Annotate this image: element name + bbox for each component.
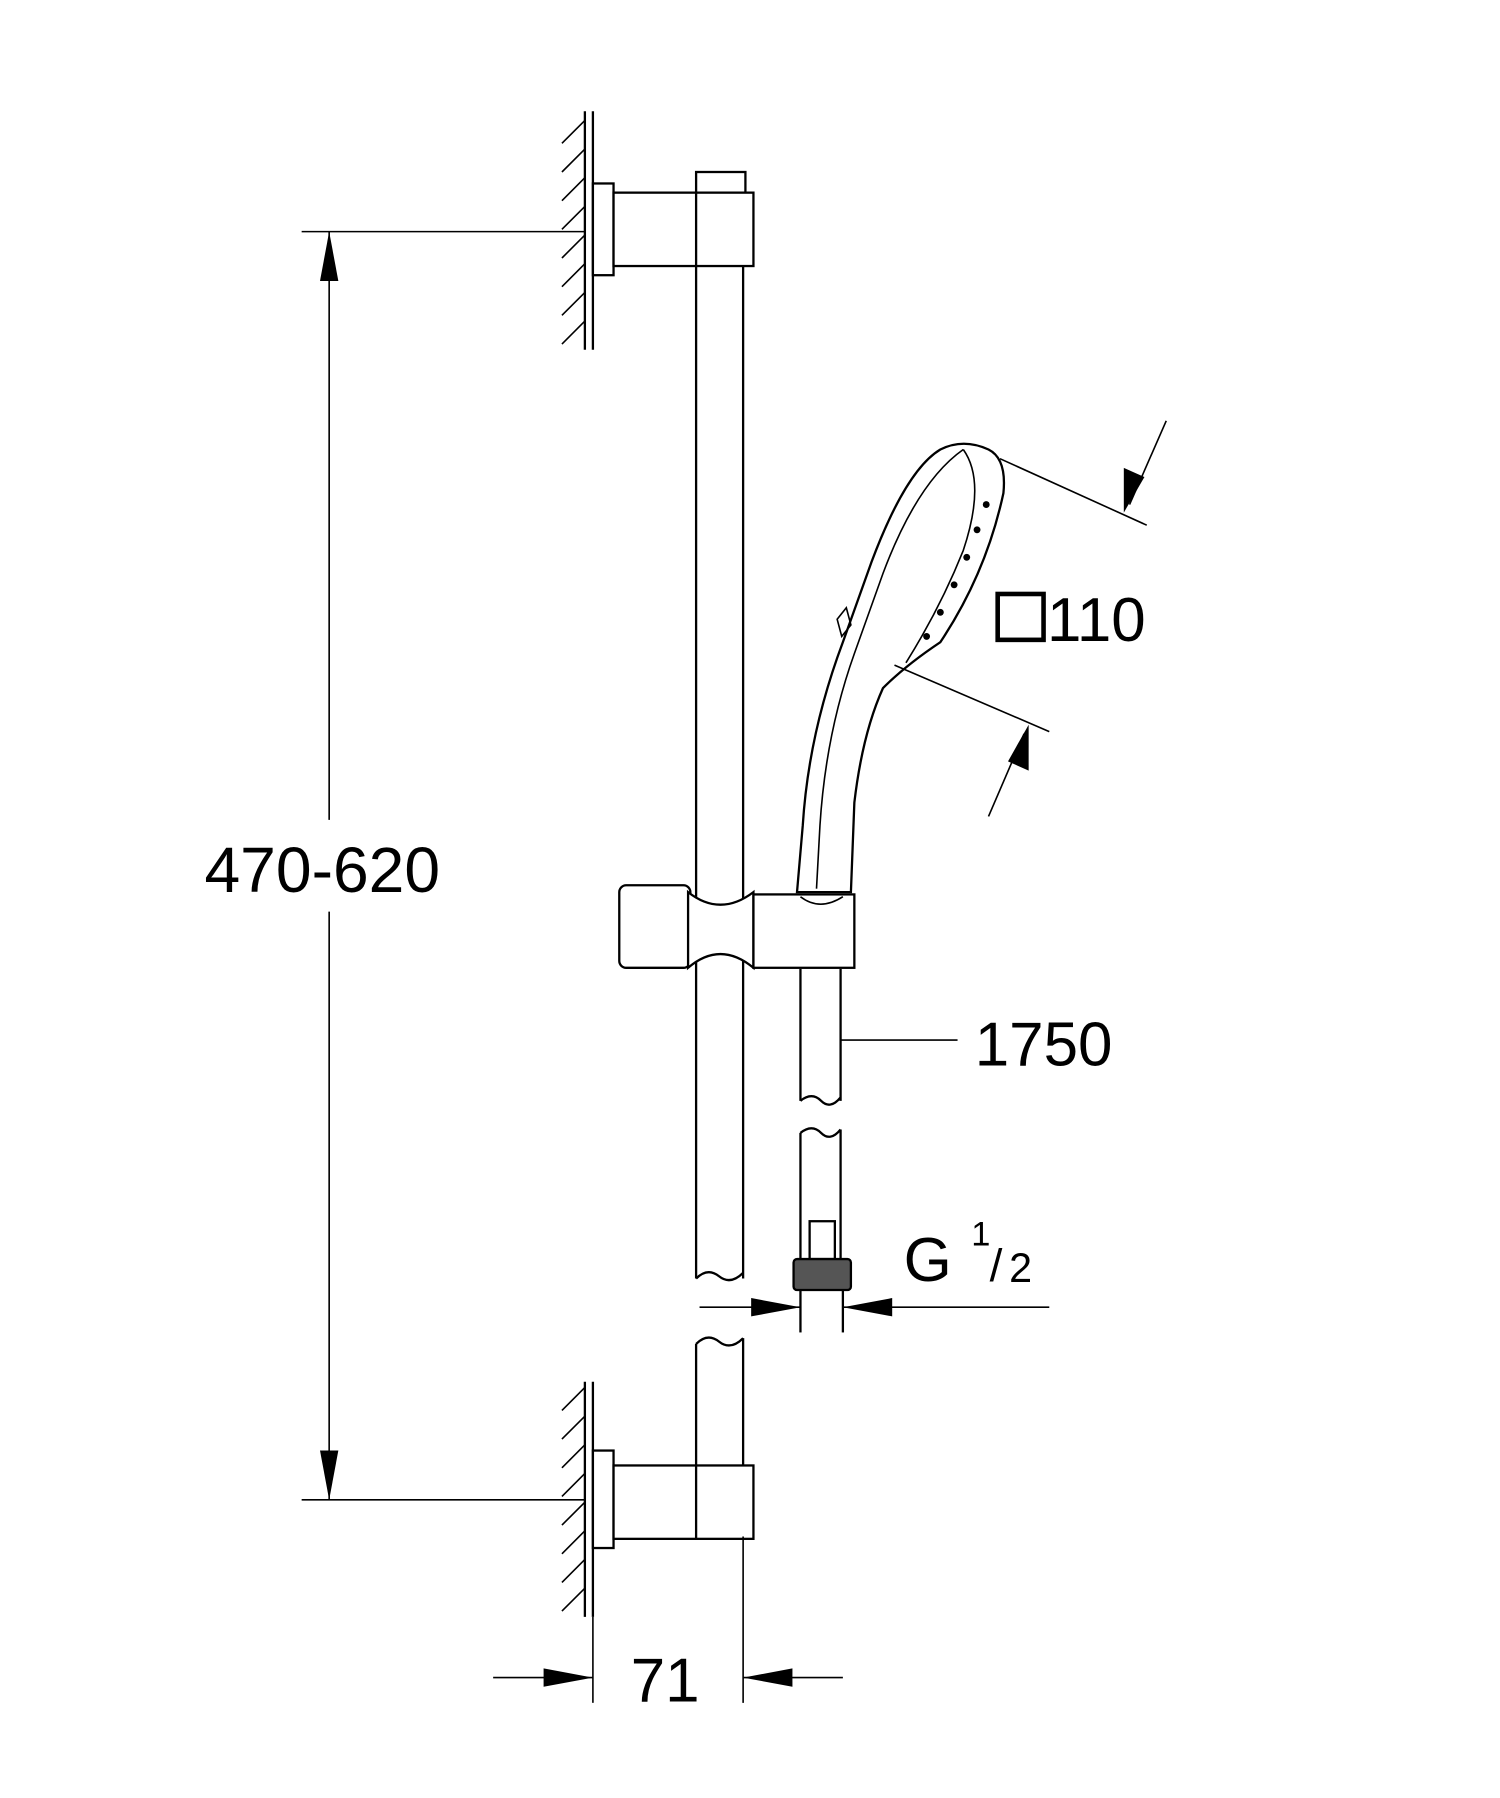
spray-nozzles — [923, 501, 990, 640]
hose-length-dimension: 1750 — [840, 1010, 1113, 1079]
thread-dimension: G 1 / 2 — [699, 1215, 1050, 1317]
bottom-wall-bracket — [591, 1449, 755, 1550]
wall-projection-dimension: 71 — [493, 1536, 843, 1716]
hand-shower-size-dimension: 110 — [894, 420, 1167, 817]
hand-shower-size-label: 110 — [1047, 586, 1146, 655]
thread-label-g: G — [904, 1226, 952, 1295]
knurled-nut — [792, 1257, 853, 1292]
hose-length-label: 1750 — [975, 1010, 1113, 1079]
shower-hose — [792, 968, 853, 1333]
thread-label-numerator: 1 — [971, 1215, 990, 1253]
top-wall-hatch — [561, 111, 595, 350]
slider-holder — [618, 884, 856, 971]
rail-spacing-label: 470-620 — [204, 834, 440, 906]
rail-spacing-dimension: 470-620 — [204, 230, 585, 1501]
shower-rail — [694, 170, 747, 1537]
top-wall-bracket — [591, 182, 755, 277]
thread-label-slash: / — [990, 1239, 1003, 1291]
wall-projection-label: 71 — [631, 1647, 700, 1716]
thread-label-denominator: 2 — [1009, 1245, 1032, 1291]
square-shape-icon — [995, 591, 1046, 643]
